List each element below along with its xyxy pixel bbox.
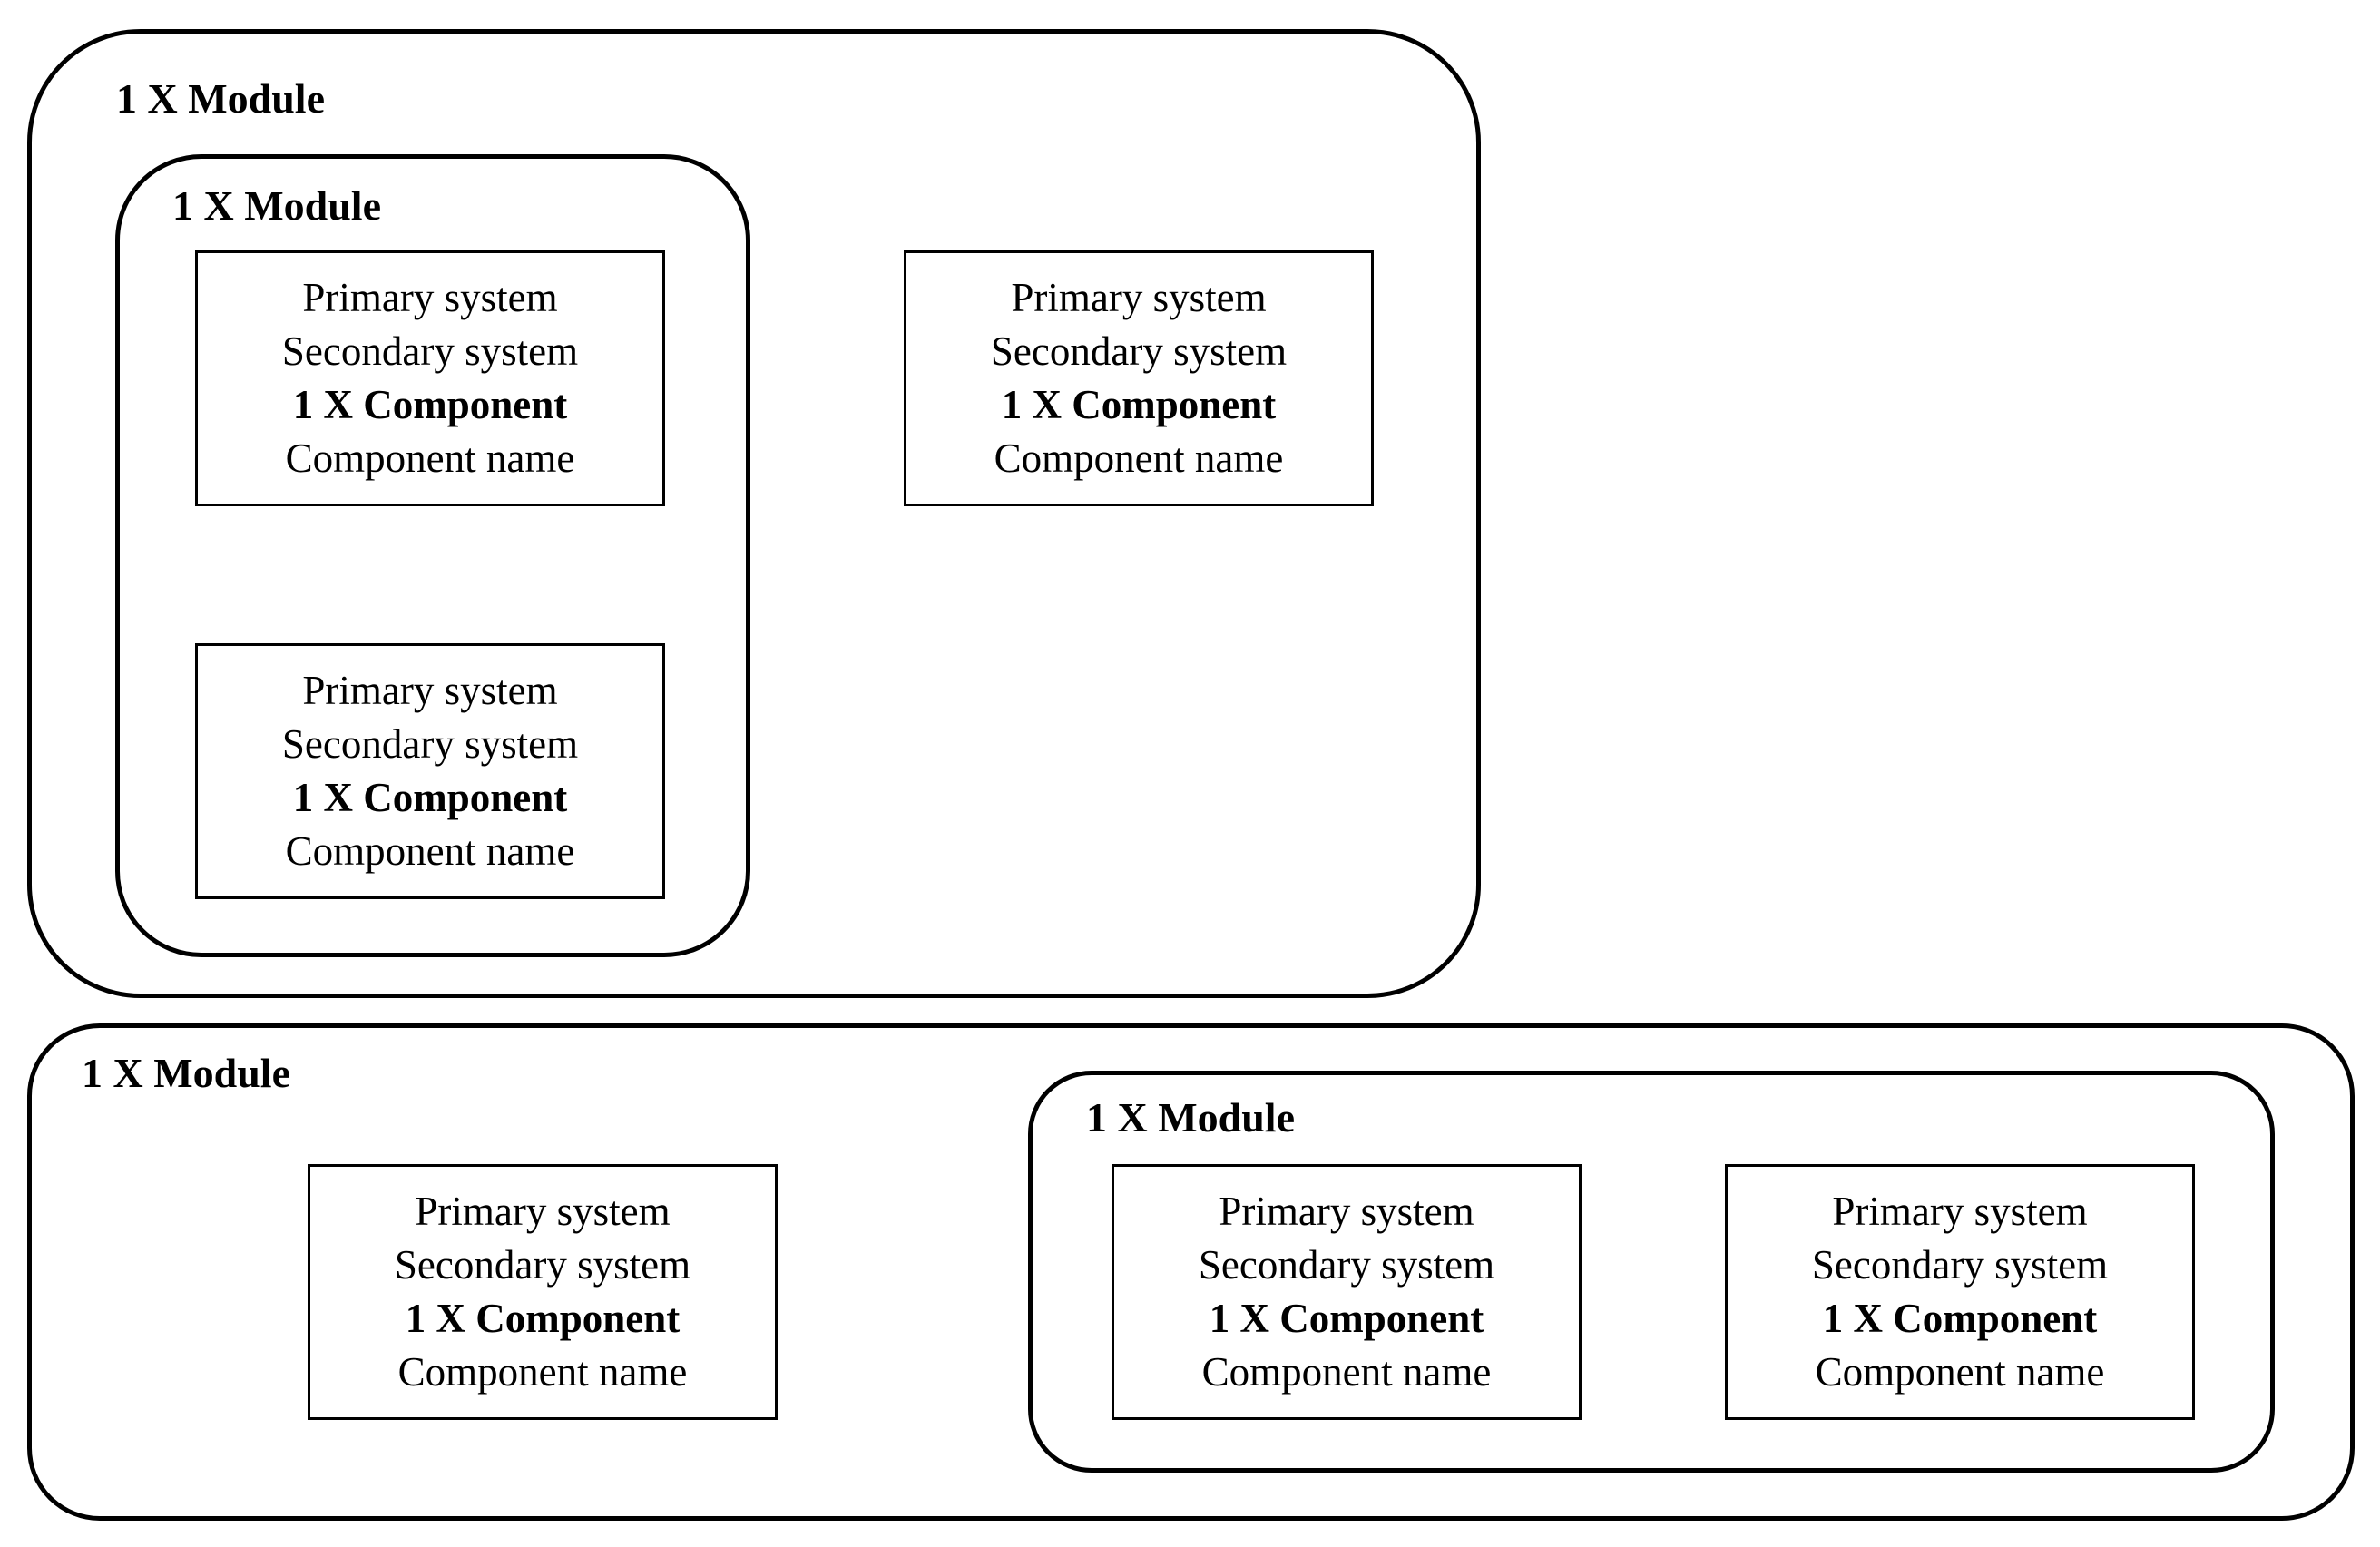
component-name-text: Component name — [1201, 1349, 1492, 1395]
component-name-text: Component name — [285, 828, 575, 874]
component-name-text: Component name — [994, 436, 1284, 481]
component-name-text: Component name — [285, 436, 575, 481]
secondary-system-text: Secondary system — [281, 721, 579, 767]
component-box: Primary system Secondary system 1 X Comp… — [1112, 1164, 1582, 1420]
primary-system-text: Primary system — [1219, 1189, 1474, 1234]
primary-system-text: Primary system — [415, 1189, 671, 1234]
component-count-text: 1 X Component — [1822, 1296, 2098, 1341]
component-count-text: 1 X Component — [292, 382, 568, 427]
component-box: Primary system Secondary system 1 X Comp… — [904, 250, 1374, 506]
component-count-text: 1 X Component — [1001, 382, 1277, 427]
primary-system-text: Primary system — [1832, 1189, 2088, 1234]
module-bottom-inner-label: 1 X Module — [1086, 1094, 1295, 1141]
component-count-text: 1 X Component — [292, 775, 568, 820]
module-top-outer-label: 1 X Module — [116, 75, 325, 122]
primary-system-text: Primary system — [302, 275, 558, 320]
secondary-system-text: Secondary system — [1811, 1242, 2109, 1288]
component-box: Primary system Secondary system 1 X Comp… — [195, 250, 665, 506]
component-count-text: 1 X Component — [1209, 1296, 1484, 1341]
module-top-inner-label: 1 X Module — [172, 182, 381, 229]
secondary-system-text: Secondary system — [1198, 1242, 1495, 1288]
primary-system-text: Primary system — [302, 668, 558, 713]
secondary-system-text: Secondary system — [990, 328, 1288, 374]
component-box: Primary system Secondary system 1 X Comp… — [195, 643, 665, 899]
component-box: Primary system Secondary system 1 X Comp… — [1725, 1164, 2195, 1420]
component-name-text: Component name — [397, 1349, 688, 1395]
secondary-system-text: Secondary system — [394, 1242, 691, 1288]
module-bottom-outer-label: 1 X Module — [82, 1050, 290, 1096]
component-box: Primary system Secondary system 1 X Comp… — [308, 1164, 778, 1420]
component-name-text: Component name — [1815, 1349, 2105, 1395]
primary-system-text: Primary system — [1011, 275, 1267, 320]
component-count-text: 1 X Component — [405, 1296, 681, 1341]
secondary-system-text: Secondary system — [281, 328, 579, 374]
